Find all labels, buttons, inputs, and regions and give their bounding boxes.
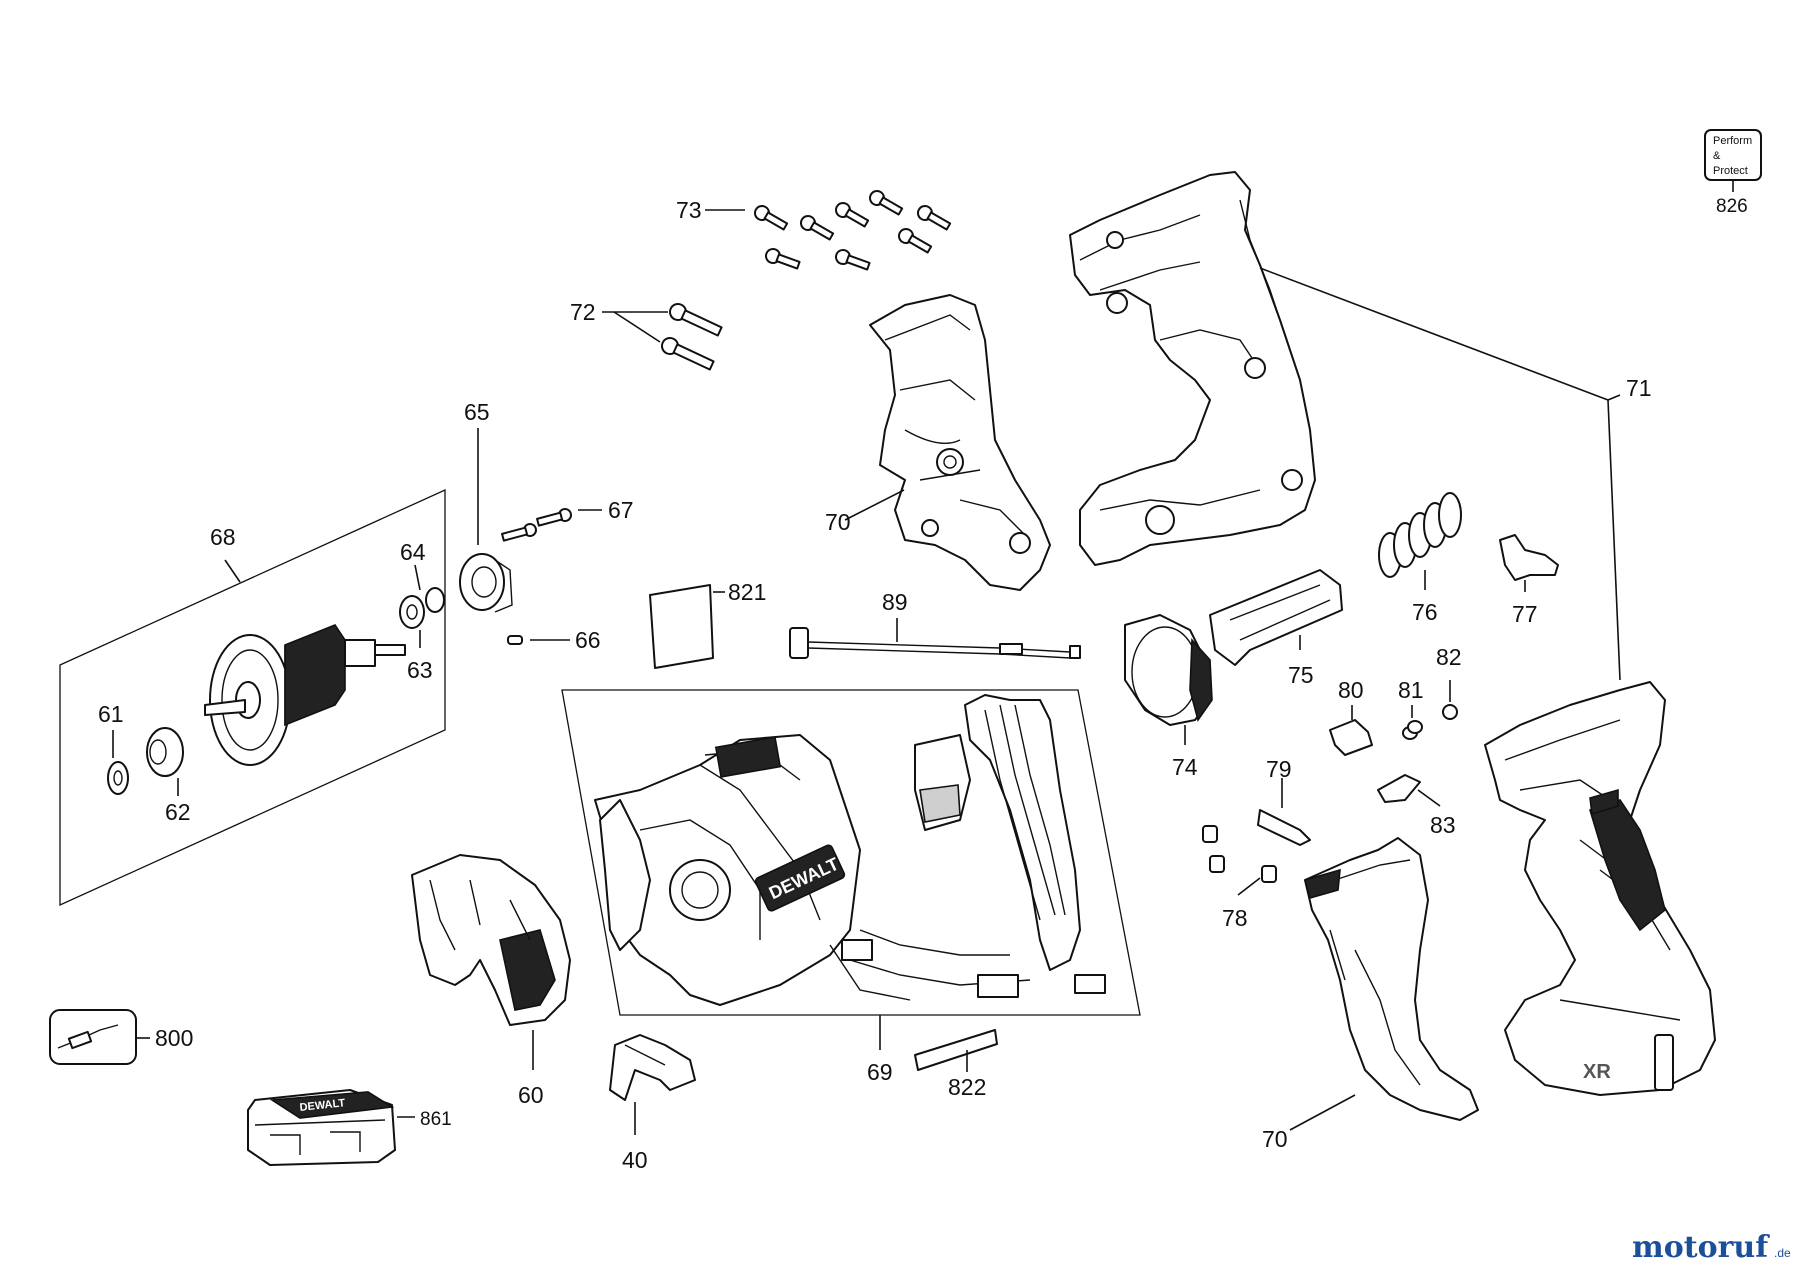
label-64: 64 xyxy=(400,539,426,565)
label-821: 821 xyxy=(728,579,766,605)
label-72: 72 xyxy=(570,299,596,325)
label-75: 75 xyxy=(1288,662,1314,688)
label-826: 826 xyxy=(1716,196,1748,217)
label-61: 61 xyxy=(98,701,124,727)
screw-group-67: 67 xyxy=(501,497,634,542)
label-66: 66 xyxy=(575,627,601,653)
label-81: 81 xyxy=(1398,677,1424,703)
armature-assembly-68: 68 64 63 61 62 xyxy=(59,488,446,907)
spring-81: 81 xyxy=(1398,677,1424,740)
label-70-upper: 70 xyxy=(825,509,851,535)
label-79: 79 xyxy=(1266,756,1292,782)
spring-76: 76 xyxy=(1378,492,1462,625)
label-71: 71 xyxy=(1626,375,1652,401)
screw-group-73: 73 xyxy=(676,190,952,271)
housing-half-70-upper: 70 xyxy=(825,294,1051,591)
label-77: 77 xyxy=(1512,601,1538,627)
bearing-plate-65: 65 xyxy=(459,399,513,613)
housing-half-71-lower: XR xyxy=(1484,681,1716,1096)
label-82: 82 xyxy=(1436,644,1462,670)
clutch-housing-74: 74 xyxy=(1124,614,1213,780)
label-60: 60 xyxy=(518,1082,544,1108)
badge-line1: Perform xyxy=(1713,135,1752,147)
part-80: 80 xyxy=(1329,677,1373,756)
perform-protect-badge: Perform & Protect 826 xyxy=(1704,129,1762,217)
label-822: 822 xyxy=(948,1074,986,1100)
slide-79: 79 xyxy=(1257,756,1311,846)
pin-set-78: 78 xyxy=(1202,825,1277,931)
case-brand: DEWALT xyxy=(299,1097,346,1114)
label-sticker-821: 821 xyxy=(649,579,766,669)
label-800: 800 xyxy=(155,1025,193,1051)
leader-71: 71 xyxy=(1259,267,1652,681)
case-861: DEWALT 861 xyxy=(247,1089,452,1166)
switch-carrier-75: 75 xyxy=(1209,569,1343,688)
label-65: 65 xyxy=(464,399,490,425)
svg-text:XR: XR xyxy=(1583,1061,1611,1083)
label-70-lower: 70 xyxy=(1262,1126,1288,1152)
label-67: 67 xyxy=(608,497,634,523)
watermark: motoruf .de xyxy=(1632,1230,1791,1265)
lever-77: 77 xyxy=(1499,534,1559,627)
label-68: 68 xyxy=(210,524,236,550)
label-76: 76 xyxy=(1412,599,1438,625)
motor-housing-assembly-69: DEWALT 69 xyxy=(561,689,1141,1085)
part-82: 82 xyxy=(1436,644,1462,720)
label-sticker-822: 822 xyxy=(914,1029,998,1100)
wire-harness-89: 89 xyxy=(789,589,1081,659)
tool-800: 800 xyxy=(49,1009,193,1065)
label-78: 78 xyxy=(1222,905,1248,931)
screw-group-72: 72 xyxy=(570,299,723,371)
label-62: 62 xyxy=(165,799,191,825)
part-83: 83 xyxy=(1377,774,1456,838)
housing-half-71-upper xyxy=(1069,171,1316,566)
label-89: 89 xyxy=(882,589,908,615)
housing-half-70-lower: 70 xyxy=(1262,837,1479,1152)
fan-baffle-60: 60 xyxy=(411,854,571,1108)
label-861: 861 xyxy=(420,1109,452,1130)
watermark-main: motoruf xyxy=(1632,1230,1770,1265)
clip-40: 40 xyxy=(609,1034,696,1173)
label-69: 69 xyxy=(867,1059,893,1085)
label-73: 73 xyxy=(676,197,702,223)
label-63: 63 xyxy=(407,657,433,683)
badge-line3: Protect xyxy=(1713,165,1748,177)
clip-66: 66 xyxy=(507,627,601,653)
label-83: 83 xyxy=(1430,812,1456,838)
label-74: 74 xyxy=(1172,754,1198,780)
badge-line2: & xyxy=(1713,150,1721,162)
watermark-suffix: .de xyxy=(1774,1246,1791,1260)
label-40: 40 xyxy=(622,1147,648,1173)
label-80: 80 xyxy=(1338,677,1364,703)
